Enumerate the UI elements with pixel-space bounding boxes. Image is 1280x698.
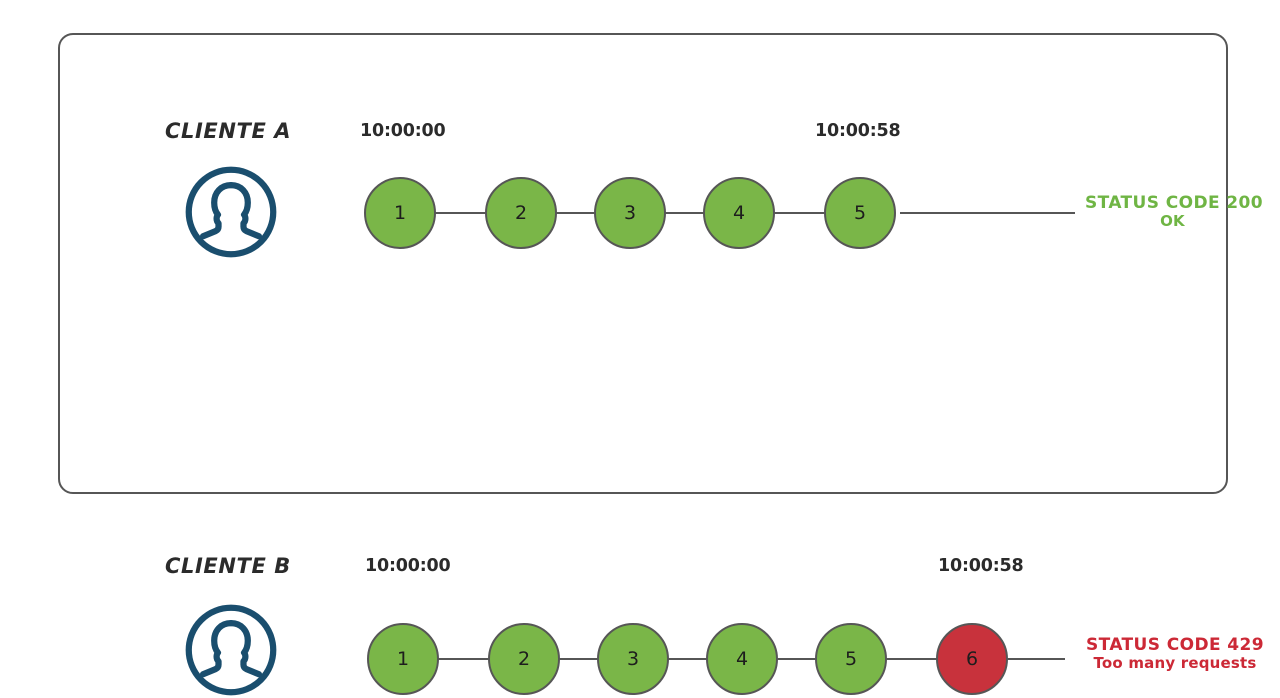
status-code-line: STATUS CODE 429 [1086, 635, 1264, 655]
client-a-status-badge: STATUS CODE 200 OK [1085, 193, 1263, 231]
client-a-start-time: 10:00:00 [360, 121, 446, 141]
client-b-status-badge: STATUS CODE 429 Too many requests [1080, 635, 1270, 673]
request-node[interactable]: 3 [597, 623, 669, 695]
client-a-end-time: 10:00:58 [815, 121, 901, 141]
request-node[interactable]: 4 [703, 177, 775, 249]
client-a-label: CLIENTE A [165, 119, 292, 143]
status-text-line: OK [1160, 212, 1185, 231]
chain-tail-b [1005, 657, 1065, 661]
status-code-line: STATUS CODE 200 [1085, 193, 1263, 213]
request-node[interactable]: 5 [815, 623, 887, 695]
chain-tail-a [900, 211, 1075, 215]
client-b-start-time: 10:00:00 [365, 556, 451, 576]
request-node[interactable]: 2 [485, 177, 557, 249]
status-text-line: Too many requests [1093, 654, 1257, 673]
request-node-rejected[interactable]: 6 [936, 623, 1008, 695]
request-node[interactable]: 2 [488, 623, 560, 695]
request-node[interactable]: 5 [824, 177, 896, 249]
user-avatar-icon [183, 164, 279, 260]
request-node[interactable]: 1 [364, 177, 436, 249]
diagram-frame: CLIENTE A 10:00:00 10:00:58 1 2 3 4 5 [58, 33, 1264, 696]
request-node[interactable]: 3 [594, 177, 666, 249]
user-avatar-icon [183, 602, 279, 698]
request-node[interactable]: 1 [367, 623, 439, 695]
client-b-end-time: 10:00:58 [938, 556, 1024, 576]
diagram-canvas: CLIENTE A 10:00:00 10:00:58 1 2 3 4 5 [58, 33, 1264, 696]
client-b-label: CLIENTE B [165, 554, 291, 578]
request-node[interactable]: 4 [706, 623, 778, 695]
